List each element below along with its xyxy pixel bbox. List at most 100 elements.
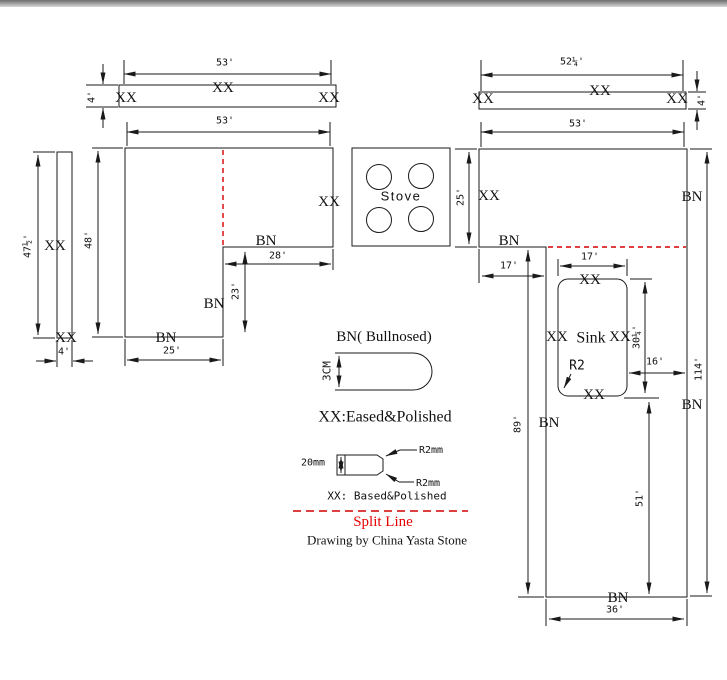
stove: Stove [351,147,451,247]
dim-label: 53' [569,119,587,130]
dim-side-strip-width: 4' [36,340,93,367]
dim-backsplash-right-height: 4' [688,71,708,130]
radius-label: R2 [569,359,585,374]
stove-burner [408,206,434,232]
dim-label: 52¼' [560,56,584,68]
drawing-credit: Drawing by China Yasta Stone [307,533,467,548]
dim-label: 4' [697,94,708,106]
edge-finish-label: BN [539,415,560,431]
right-counter-outline [478,148,688,598]
edge-finish-label: XX [589,83,611,99]
stove-burner [366,207,392,233]
edge-finish-label: BN [682,189,703,205]
dim-label: 23' [231,282,242,300]
side-strip-piece: 47½' 4' XX XX [22,151,93,367]
edge-finish-label: BN [499,233,520,249]
edge-finish-label: BN [682,397,703,413]
dim-label: 53' [216,116,234,127]
edge-finish-label: BN [608,590,629,606]
edge-finish-label: XX [478,188,500,204]
dim-label: 89' [513,415,524,433]
dim-label: 25' [163,346,181,357]
right-counter-piece: 53' 25' 17' 89' 51' [455,119,712,626]
edge-finish-label: XX [212,80,234,96]
sink-corner-radius-callout: R2 [563,359,585,389]
legend-bullnose-title: BN( Bullnosed) [336,329,431,345]
edge-finish-label: XX [55,330,77,346]
dim-right-counter-total-height: 114' [690,148,712,597]
dim-profile-thickness: 20mm [301,456,344,474]
bullnose-profile-curve [412,352,433,391]
edge-finish-label: BN [204,296,225,312]
stove-label: Stove [381,189,422,204]
radius-label: R2mm [416,478,440,489]
dim-left-counter-notch-depth: 23' [231,251,248,333]
dim-left-counter-notch-width: 28' [224,249,334,270]
radius-label: R2mm [419,445,443,456]
legend-split-line: Split Line Drawing by China Yasta Stone [293,510,468,548]
dim-label: 30¼' [631,325,643,349]
sink-label: Sink [576,330,605,347]
edge-profile-outline [336,454,384,476]
dim-label: 3CM [321,361,334,381]
dim-right-counter-below-sink: 51' [624,397,659,595]
legend-bullnose: BN( Bullnosed) 3CM XX:Eased&Polished [318,329,451,426]
dim-bullnose-thickness: 3CM [321,355,342,388]
sink-outline [557,278,628,397]
edge-finish-label: XX [472,91,494,107]
split-line-label: Split Line [353,514,413,530]
edge-finish-label: XX [546,329,568,345]
dim-label: 17' [581,252,599,263]
legend-eased-note-cad: XX: Based&Polished [327,490,446,503]
dim-sink-width: 17' [557,252,628,276]
backsplash-right-outline [478,91,687,110]
edge-finish-label: XX [583,387,605,403]
dim-label: 20mm [301,458,325,469]
stove-burner [408,163,434,189]
dim-left-counter-height: 48' [84,147,123,338]
left-counter-outline [124,147,334,338]
dim-sink-to-edge: 16' [628,357,686,376]
window-top-border [0,0,727,7]
edge-finish-label: XX [666,91,688,107]
dim-sink-height: 30¼' [630,278,652,394]
stove-outline [351,147,451,247]
backsplash-right-piece: 52¼' 4' XX XX XX [472,56,708,130]
dim-label: 47½' [22,234,34,258]
sink-cutout: 17' 30¼' 16' R2 XX XX Sink XX XX [546,252,686,403]
dim-left-counter-bottom: 25' [124,339,224,366]
edge-finish-label: XX [579,272,601,288]
left-counter-piece: 53' 48' 28' 23' 25' [84,116,340,366]
dim-label: 48' [84,231,95,249]
edge-finish-label: BN [156,330,177,346]
dim-left-counter-top: 53' [126,116,331,146]
dim-backsplash-left-width: 53' [123,58,332,84]
dim-label: 16' [646,357,664,368]
dim-right-counter-left-offset: 17' [478,249,545,283]
dim-right-counter-bottom: 36' [545,599,688,626]
dim-label: 4' [58,347,70,358]
dim-label: 53' [216,58,234,69]
dim-label: 4' [87,91,98,103]
legend-edge-profile: 20mm R2mm R2mm XX: Based&Polished [301,445,447,503]
edge-finish-label: XX [115,90,137,106]
dim-label: 17' [500,261,518,272]
backsplash-left-outline [118,84,337,108]
legend-eased-note: XX:Eased&Polished [318,409,451,426]
edge-finish-label: XX [44,238,66,254]
dim-backsplash-left-height: 4' [86,64,118,128]
dim-label: 114' [694,357,705,381]
dim-side-strip-height: 47½' [22,151,55,339]
dim-backsplash-right-width: 52¼' [480,56,684,91]
dim-label: 36' [606,605,624,616]
dim-label: 28' [269,251,287,262]
dim-right-counter-lower-height: 89' [513,249,544,598]
dim-label: 25' [456,188,467,206]
edge-finish-label: XX [318,194,340,210]
side-strip-outline [56,151,73,339]
backsplash-left-piece: 53' 4' XX XX XX [86,58,340,128]
profile-radius-callout-bottom: R2mm [385,473,440,489]
stove-burner [366,164,392,190]
